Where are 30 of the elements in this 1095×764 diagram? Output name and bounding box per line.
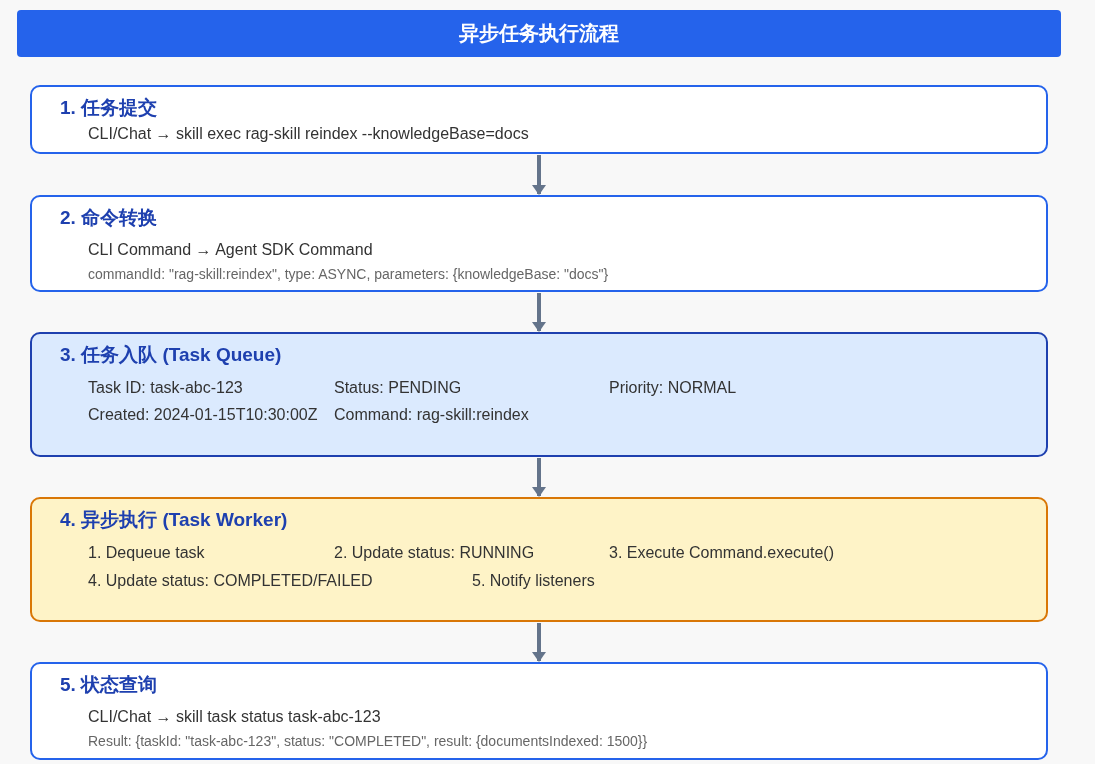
step-box xyxy=(30,332,1048,457)
arrow xyxy=(532,458,546,497)
arrow xyxy=(532,293,546,332)
step-text: 4. Update status: COMPLETED/FAILED xyxy=(88,572,373,590)
step-heading: 5. 状态查询 xyxy=(60,673,158,697)
arrow xyxy=(532,623,546,662)
step-text: Command: rag-skill:reindex xyxy=(334,406,529,424)
step-text: CLI/Chat → skill exec rag-skill reindex --knowledgeBase=docs xyxy=(88,125,529,143)
step-box xyxy=(30,497,1048,622)
step-text: 1. Dequeue task xyxy=(88,544,205,562)
title-text: 异步任务执行流程 xyxy=(459,21,619,46)
step-box xyxy=(30,662,1048,760)
step-text: CLI Command → Agent SDK Command xyxy=(88,241,373,259)
step-heading: 2. 命令转换 xyxy=(60,206,158,230)
step-text: CLI/Chat → skill task status task-abc-123 xyxy=(88,708,381,726)
step-text: Priority: NORMAL xyxy=(609,379,737,397)
step-text: 3. Execute Command.execute() xyxy=(609,544,834,562)
detail-text: commandId: "rag-skill:reindex", type: ASYNC, parameters: {knowledgeBase: "docs"} xyxy=(88,266,609,282)
step-box xyxy=(30,195,1048,292)
step-heading: 1. 任务提交 xyxy=(60,96,158,120)
step-text: Status: PENDING xyxy=(334,379,462,397)
step-heading: 4. 异步执行 (Task Worker) xyxy=(60,508,288,532)
step-box xyxy=(30,85,1048,154)
step-text: Task ID: task-abc-123 xyxy=(88,379,243,397)
step-text: Created: 2024-01-15T10:30:00Z xyxy=(88,406,318,424)
step-text: 5. Notify listeners xyxy=(472,572,595,590)
detail-text: Result: {taskId: "task-abc-123", status: "COMPLETED", result: {documentsIndexed: 1500}} xyxy=(88,733,648,749)
arrow xyxy=(532,155,546,195)
step-heading: 3. 任务入队 (Task Queue) xyxy=(60,343,282,367)
step-text: 2. Update status: RUNNING xyxy=(334,544,535,562)
